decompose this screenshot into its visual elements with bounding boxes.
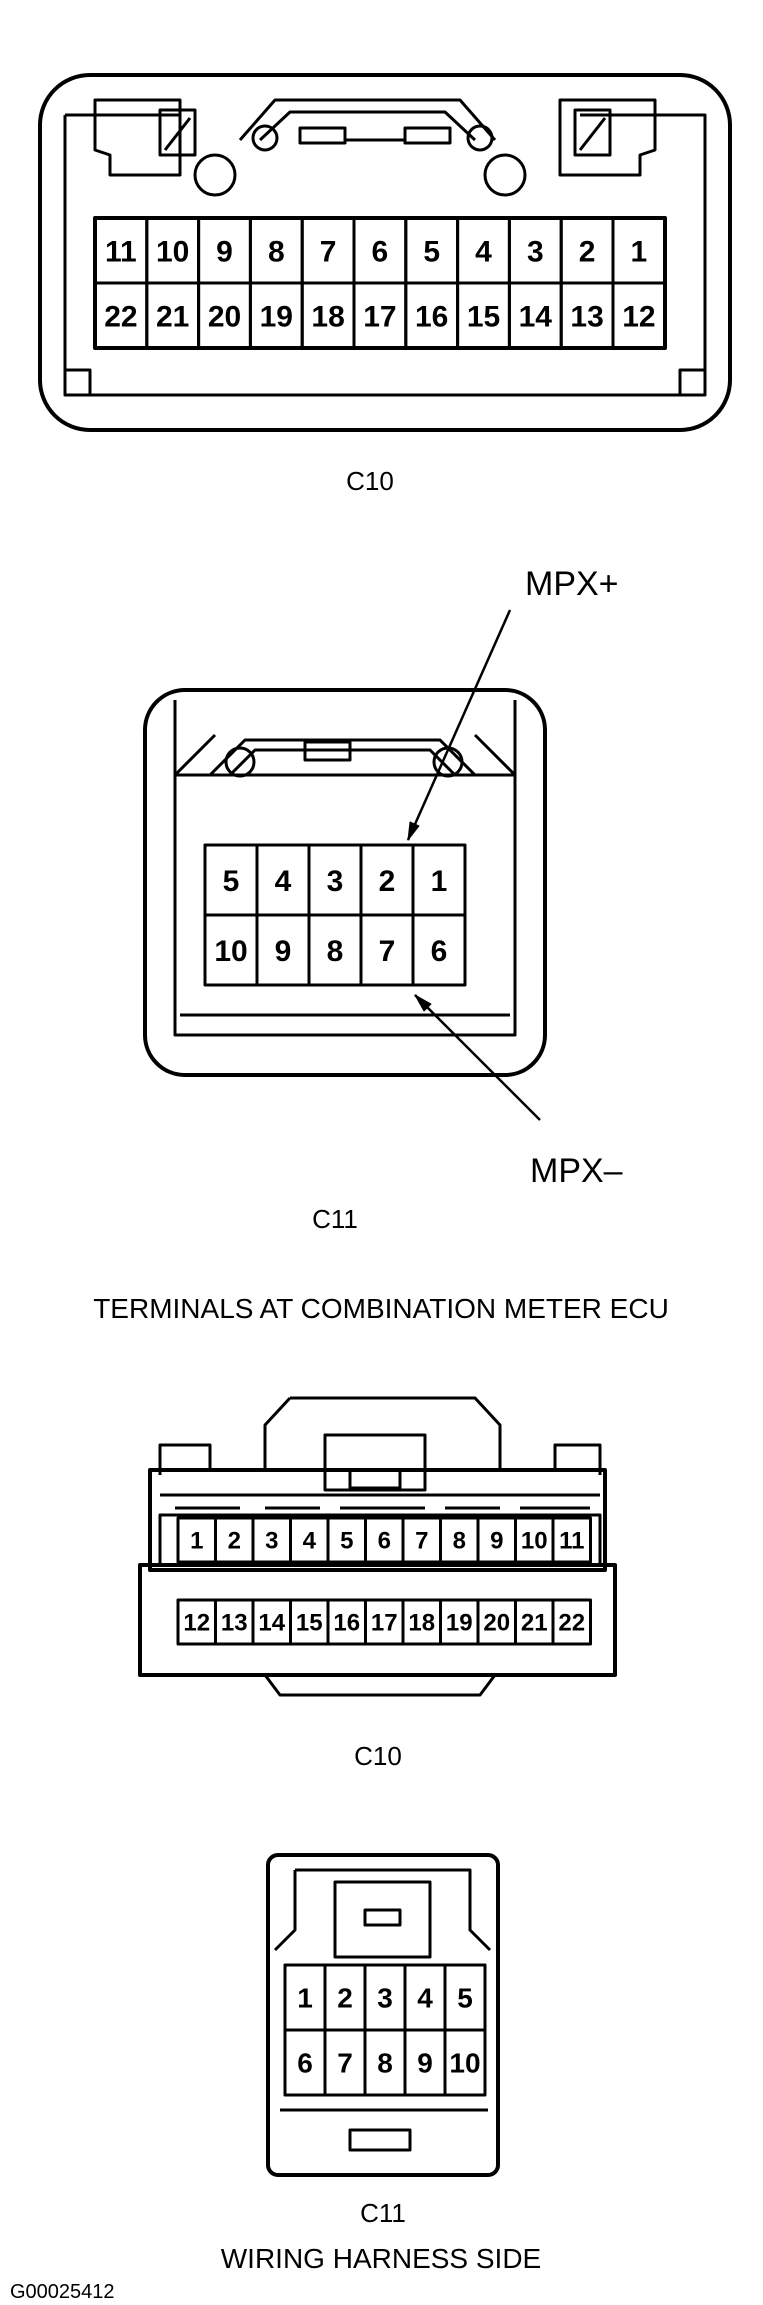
pin-number: 10 — [521, 1528, 548, 1555]
pin-number: 8 — [268, 235, 285, 268]
pin-cell — [411, 913, 467, 987]
pin-number: 22 — [104, 300, 137, 333]
pin-number: 16 — [333, 1610, 360, 1637]
meter-c11-label: C11 — [312, 1204, 358, 1234]
pin-number: 14 — [519, 300, 553, 333]
pin-number: 20 — [208, 300, 241, 333]
pin-number: 5 — [423, 235, 440, 268]
pin-number: 12 — [183, 1610, 210, 1637]
section-title-harness-side: WIRING HARNESS SIDE — [221, 2243, 541, 2274]
pin-number: 10 — [156, 235, 189, 268]
pin-number: 22 — [558, 1610, 585, 1637]
pin-number: 11 — [559, 1528, 584, 1555]
pin-cell — [611, 281, 667, 350]
pin-number: 3 — [327, 865, 344, 898]
pin-number: 4 — [475, 235, 492, 268]
pin-number: 10 — [449, 2048, 480, 2079]
pin-number: 4 — [275, 865, 292, 898]
pin-number: 18 — [311, 300, 344, 333]
harness-c10-label: C10 — [354, 1741, 402, 1771]
mpx-plus-label: MPX+ — [525, 565, 619, 603]
mpx-minus-callout — [414, 994, 541, 1121]
pin-number: 7 — [337, 2048, 353, 2079]
pin-number: 8 — [377, 2048, 393, 2079]
pin-number: 2 — [228, 1528, 241, 1555]
pin-number: 7 — [415, 1528, 428, 1555]
pin-number: 1 — [631, 235, 648, 268]
pin-number: 6 — [297, 2048, 313, 2079]
mpx-plus-callout — [406, 609, 512, 841]
pin-number: 21 — [521, 1610, 548, 1637]
pin-number: 7 — [320, 235, 337, 268]
pin-number: 9 — [417, 2048, 433, 2079]
pin-number: 13 — [221, 1610, 248, 1637]
pin-cell — [551, 1598, 592, 1646]
pin-number: 5 — [223, 865, 240, 898]
pin-number: 1 — [431, 865, 448, 898]
pin-number: 17 — [363, 300, 396, 333]
pin-cell — [551, 1516, 592, 1564]
pin-number: 5 — [457, 1983, 473, 2014]
pin-number: 2 — [579, 235, 596, 268]
figure-id: G00025412 — [10, 2281, 115, 2303]
pin-cell — [443, 2028, 487, 2097]
pin-number: 9 — [216, 235, 233, 268]
pin-number: 3 — [265, 1528, 278, 1555]
pin-number: 8 — [327, 935, 344, 968]
pin-number: 12 — [622, 300, 655, 333]
pin-number: 14 — [258, 1610, 285, 1637]
pin-number: 7 — [379, 935, 396, 968]
meter-c11-connector: 5 4 3 2 1 10 9 8 7 6 — [143, 688, 547, 1077]
pin-number: 8 — [453, 1528, 466, 1555]
pin-number: 9 — [275, 935, 292, 968]
pin-number: 3 — [527, 235, 544, 268]
pin-number: 1 — [297, 1983, 313, 2014]
pin-number: 13 — [570, 300, 603, 333]
pin-number: 3 — [377, 1983, 393, 2014]
pin-number: 4 — [417, 1983, 433, 2014]
pin-number: 10 — [214, 935, 247, 968]
pin-number: 6 — [372, 235, 389, 268]
pin-number: 15 — [467, 300, 500, 333]
pin-number: 21 — [156, 300, 189, 333]
pin-number: 16 — [415, 300, 448, 333]
pin-number: 11 — [105, 235, 137, 268]
pin-number: 18 — [408, 1610, 435, 1637]
pin-number: 2 — [337, 1983, 353, 2014]
pin-number: 6 — [378, 1528, 391, 1555]
pin-number: 15 — [296, 1610, 323, 1637]
pin-number: 19 — [260, 300, 293, 333]
pin-number: 4 — [303, 1528, 317, 1555]
pin-number: 20 — [483, 1610, 510, 1637]
mpx-minus-label: MPX– — [530, 1152, 623, 1190]
harness-c11-label: C11 — [360, 2198, 406, 2228]
pin-number: 17 — [371, 1610, 398, 1637]
pin-number: 2 — [379, 865, 396, 898]
pin-number: 5 — [340, 1528, 353, 1555]
pin-number: 9 — [490, 1528, 503, 1555]
pin-number: 6 — [431, 935, 448, 968]
pin-number: 19 — [446, 1610, 473, 1637]
meter-c10-label: C10 — [346, 466, 394, 496]
pin-number: 1 — [190, 1528, 203, 1555]
section-title-meter-side: TERMINALS AT COMBINATION METER ECU — [93, 1293, 669, 1324]
